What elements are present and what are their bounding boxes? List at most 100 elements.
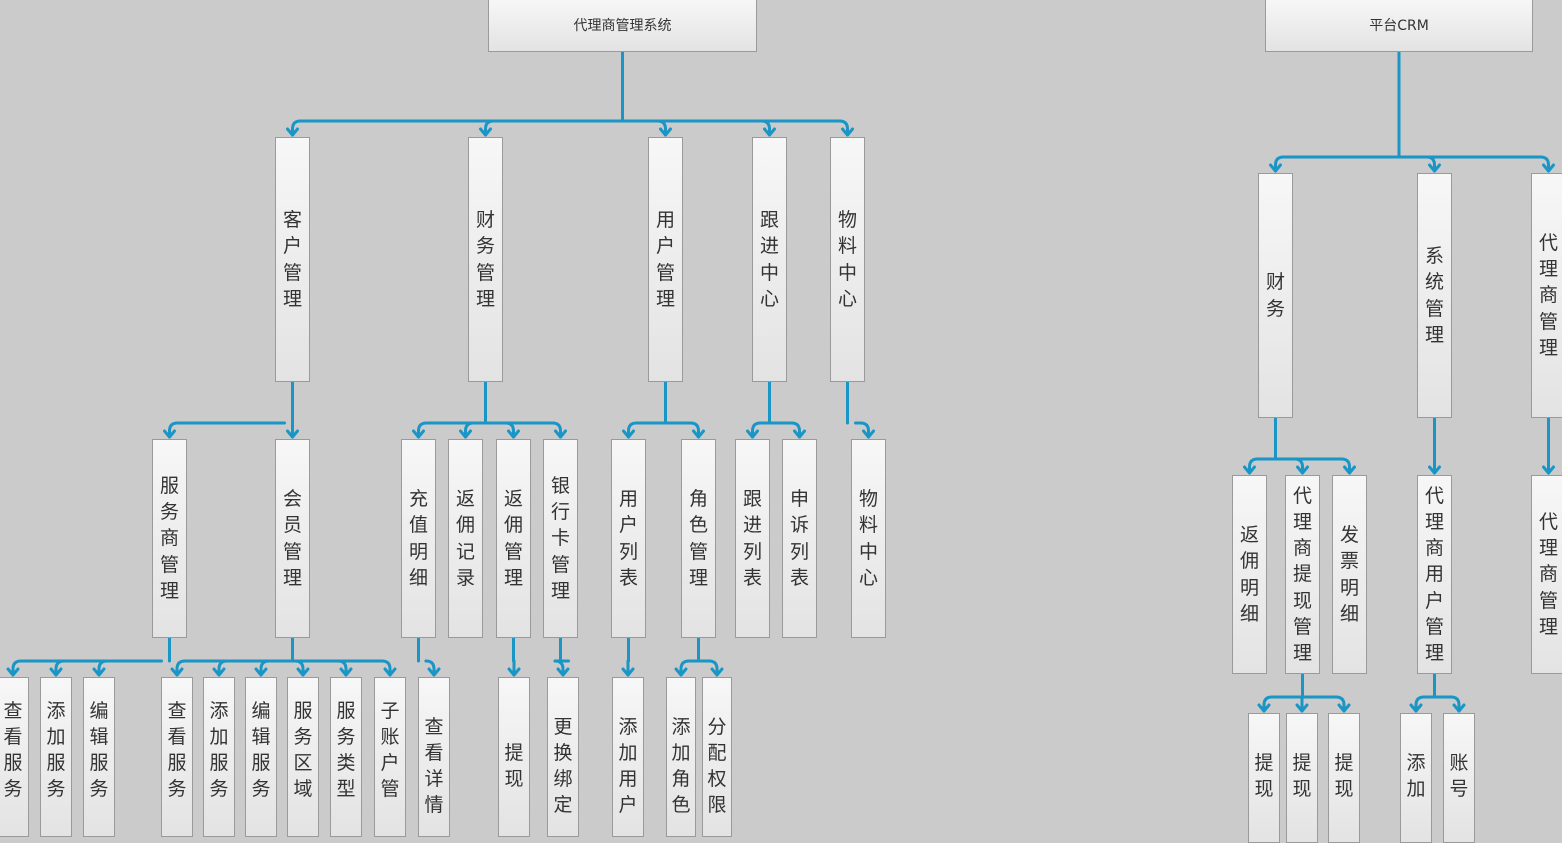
connector-arrowhead: [793, 429, 806, 439]
node-label: 代理商管理系统: [573, 18, 672, 34]
connector-branch: [1248, 457, 1259, 475]
node-bank-card-management[interactable]: 银行卡管理: [543, 439, 578, 638]
node-label: 添加服务: [209, 700, 229, 801]
node-crm-agent-withdraw-management[interactable]: 代理商提现管理: [1285, 475, 1320, 674]
node-edit-service-2[interactable]: 编辑服务: [245, 677, 277, 837]
node-crm-withdraw-1[interactable]: 提现: [1248, 713, 1280, 843]
node-add-service-2[interactable]: 添加服务: [203, 677, 235, 837]
node-member-management[interactable]: 会员管理: [275, 439, 310, 638]
node-user-management[interactable]: 用户管理: [648, 137, 683, 382]
connector-arrowhead: [1428, 465, 1441, 475]
node-user-list[interactable]: 用户列表: [611, 439, 646, 638]
node-label: 客户管理: [282, 209, 302, 310]
node-rebate-records[interactable]: 返佣记录: [448, 439, 483, 638]
connector-branch: [1425, 155, 1436, 173]
node-add-role[interactable]: 添加角色: [666, 677, 696, 837]
node-add-user[interactable]: 添加用户: [612, 677, 644, 837]
node-crm-invoice-details[interactable]: 发票明细: [1332, 475, 1367, 674]
node-crm-finance[interactable]: 财务: [1258, 173, 1293, 418]
node-label: 平台CRM: [1369, 18, 1429, 34]
node-view-details[interactable]: 查看详情: [418, 677, 450, 837]
node-crm-agent-management-sub[interactable]: 代理商管理: [1531, 475, 1562, 674]
node-service-region[interactable]: 服务区域: [287, 677, 319, 837]
connector-branch: [1262, 695, 1274, 713]
node-crm-withdraw-3[interactable]: 提现: [1328, 713, 1360, 843]
connector-arrowhead: [6, 667, 20, 677]
node-view-service-2[interactable]: 查看服务: [161, 677, 193, 837]
node-role-management[interactable]: 角色管理: [681, 439, 716, 638]
connector-branch: [707, 659, 719, 677]
node-followup-list[interactable]: 跟进列表: [735, 439, 770, 638]
connector-branch: [168, 421, 179, 439]
connector-arrowhead: [212, 667, 226, 677]
connector-branch: [1414, 695, 1426, 713]
connector-arrowhead: [862, 429, 875, 439]
connector-branch: [291, 119, 302, 137]
root-node-agent-system[interactable]: 代理商管理系统: [488, 0, 757, 52]
node-material-center-sub[interactable]: 物料中心: [851, 439, 886, 638]
node-edit-service-1[interactable]: 编辑服务: [83, 677, 115, 837]
node-label: 编辑服务: [251, 700, 271, 801]
node-view-service-1[interactable]: 查看服务: [0, 677, 29, 837]
root-node-platform-crm[interactable]: 平台CRM: [1265, 0, 1533, 52]
connector-branch: [11, 659, 23, 677]
connector-branch: [417, 421, 428, 439]
node-label: 提现: [1292, 752, 1312, 801]
connector-branch: [97, 659, 109, 677]
node-label: 返佣明细: [1239, 524, 1259, 625]
connector-branch: [336, 659, 348, 677]
node-withdraw[interactable]: 提现: [498, 677, 530, 837]
node-rebate-management[interactable]: 返佣管理: [496, 439, 531, 638]
node-label: 添加服务: [46, 700, 66, 801]
node-crm-add[interactable]: 添加: [1400, 713, 1432, 843]
node-crm-rebate-details[interactable]: 返佣明细: [1232, 475, 1267, 674]
connector-branch: [627, 421, 638, 439]
connector-arrowhead: [710, 667, 724, 677]
node-label: 角色管理: [688, 488, 708, 589]
connector-arrowhead: [286, 429, 299, 439]
connector-arrowhead: [163, 429, 176, 439]
connector-branch: [838, 119, 849, 137]
node-service-provider-management[interactable]: 服务商管理: [152, 439, 187, 638]
connector-branch: [679, 659, 691, 677]
connector-arrowhead: [412, 429, 425, 439]
connector-branch: [656, 119, 667, 137]
node-appeal-list[interactable]: 申诉列表: [782, 439, 817, 638]
node-assign-permission[interactable]: 分配权限: [702, 677, 732, 837]
connector-arrowhead: [1428, 163, 1441, 173]
node-crm-system-management[interactable]: 系统管理: [1417, 173, 1452, 418]
node-label: 充值明细: [408, 488, 428, 589]
node-finance-management[interactable]: 财务管理: [468, 137, 503, 382]
node-crm-agent-management[interactable]: 代理商管理: [1531, 173, 1562, 418]
node-label: 代理商管理: [1538, 232, 1558, 359]
connector-branch: [175, 659, 187, 677]
node-service-type[interactable]: 服务类型: [330, 677, 362, 837]
connector-arrowhead: [1343, 465, 1356, 475]
node-change-binding[interactable]: 更换绑定: [547, 677, 579, 837]
node-label: 编辑服务: [89, 700, 109, 801]
connector-branch: [751, 421, 762, 439]
node-label: 跟进中心: [759, 209, 779, 310]
connector-arrowhead: [92, 667, 106, 677]
connector-arrowhead: [692, 429, 705, 439]
node-add-service-1[interactable]: 添加服务: [40, 677, 72, 837]
connector-arrowhead: [621, 667, 635, 677]
node-label: 分配权限: [707, 716, 727, 817]
node-label: 提现: [1334, 752, 1354, 801]
node-customer-management[interactable]: 客户管理: [275, 137, 310, 382]
node-crm-withdraw-2[interactable]: 提现: [1286, 713, 1318, 843]
connector-arrowhead: [1257, 703, 1271, 713]
connector-branch: [504, 421, 515, 439]
connector-arrowhead: [1409, 703, 1423, 713]
node-recharge-details[interactable]: 充值明细: [401, 439, 436, 638]
node-material-center[interactable]: 物料中心: [830, 137, 865, 382]
node-followup-center[interactable]: 跟进中心: [752, 137, 787, 382]
connector-branch: [54, 659, 66, 677]
node-label: 查看服务: [167, 700, 187, 801]
connector-branch: [1539, 155, 1550, 173]
node-crm-account[interactable]: 账号: [1443, 713, 1475, 843]
node-sub-account-management[interactable]: 子账户管: [374, 677, 406, 837]
connector-arrowhead: [1452, 703, 1466, 713]
connector-arrowhead: [674, 667, 688, 677]
node-crm-agent-user-management[interactable]: 代理商用户管理: [1417, 475, 1452, 674]
